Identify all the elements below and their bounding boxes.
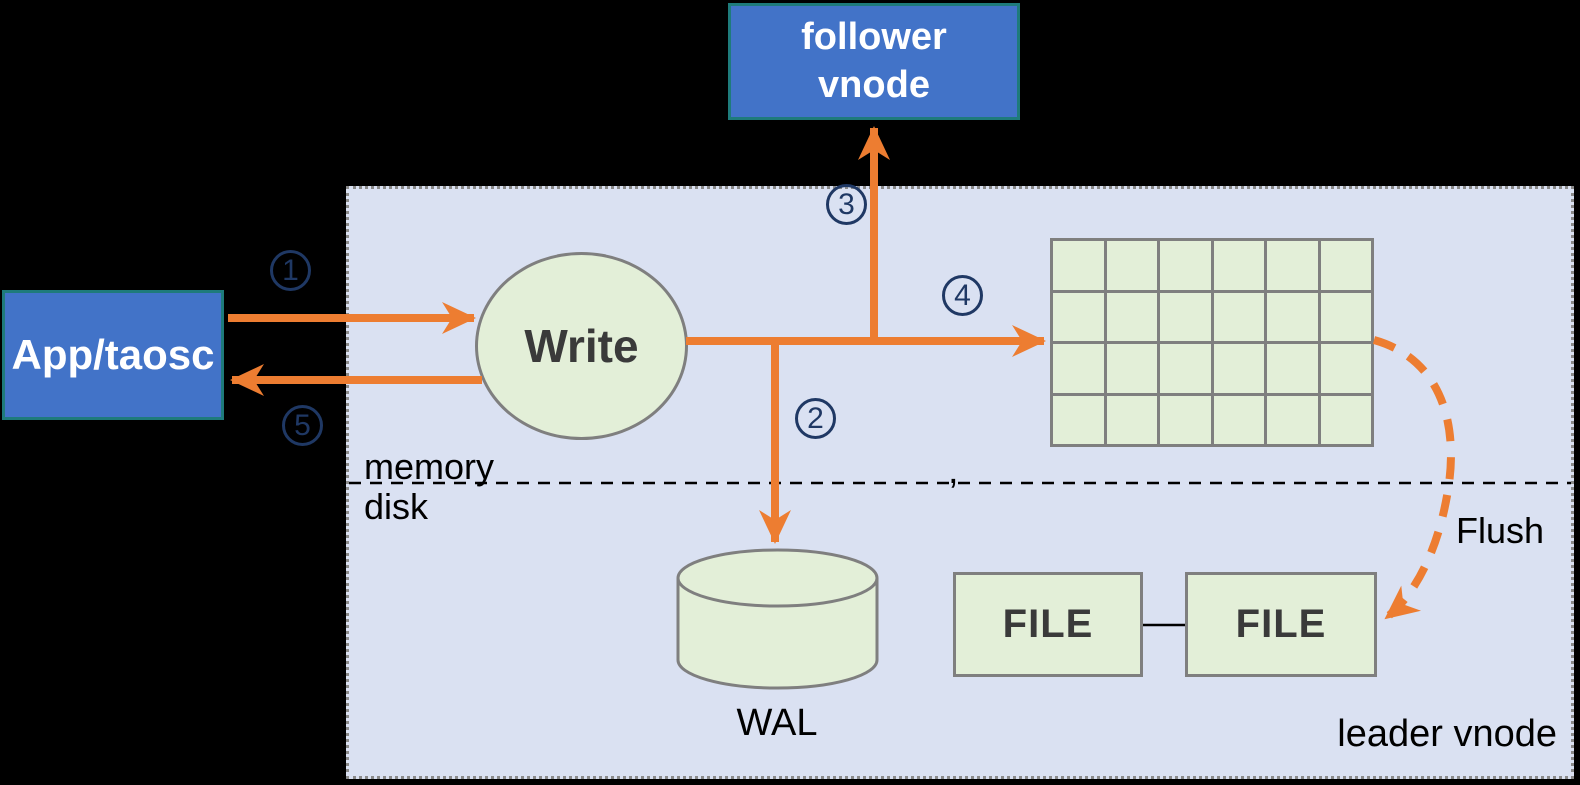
memtable-cell [1213,344,1264,393]
node-write-label: Write [524,320,639,372]
memtable-cell [1267,292,1318,341]
memtable-cell [1267,395,1318,444]
memtable-cell [1053,344,1104,393]
memtable-cell [1267,344,1318,393]
step-badge-1: 1 [270,250,311,291]
label-memory: memory [364,446,495,487]
label-disk: disk [364,486,429,527]
stray-comma-mark: , [948,450,959,492]
memtable-cell [1106,292,1157,341]
label-flush: Flush [1456,510,1545,551]
label-wal: WAL [736,702,818,744]
node-file-right: FILE [1185,572,1377,677]
memtable-cell [1106,241,1157,290]
memtable-grid [1050,238,1374,447]
memtable-cell [1106,344,1157,393]
memtable-cell [1320,395,1371,444]
node-file-left-label: FILE [1002,602,1094,646]
memtable-cell [1053,241,1104,290]
memtable-cell [1053,292,1104,341]
node-file-right-label: FILE [1235,602,1327,646]
memtable-cell [1106,395,1157,444]
memtable-cell [1213,292,1264,341]
memtable-cell [1320,241,1371,290]
memtable-cell [1053,395,1104,444]
node-file-left: FILE [953,572,1143,677]
label-leader-vnode: leader vnode [1337,713,1557,755]
step-badge-2: 2 [795,398,836,439]
step-badge-4: 4 [942,275,983,316]
memtable-cell [1213,395,1264,444]
node-app-taosc: App/taosc [2,290,224,420]
step-badge-5: 5 [282,405,323,446]
memtable-cell [1160,241,1211,290]
memtable-cell [1160,395,1211,444]
memtable-cell [1320,344,1371,393]
node-follower-vnode-label-line2: vnode [818,63,930,106]
node-follower-vnode-label-line1: follower [801,16,947,58]
node-write: Write [475,252,688,440]
memtable-cell [1320,292,1371,341]
memtable-cell [1160,292,1211,341]
node-follower-vnode: follower vnode [728,3,1020,120]
memtable-cell [1213,241,1264,290]
node-app-taosc-label: App/taosc [11,331,215,378]
memtable-cell [1160,344,1211,393]
memtable-cell [1267,241,1318,290]
step-badge-3: 3 [826,184,867,225]
